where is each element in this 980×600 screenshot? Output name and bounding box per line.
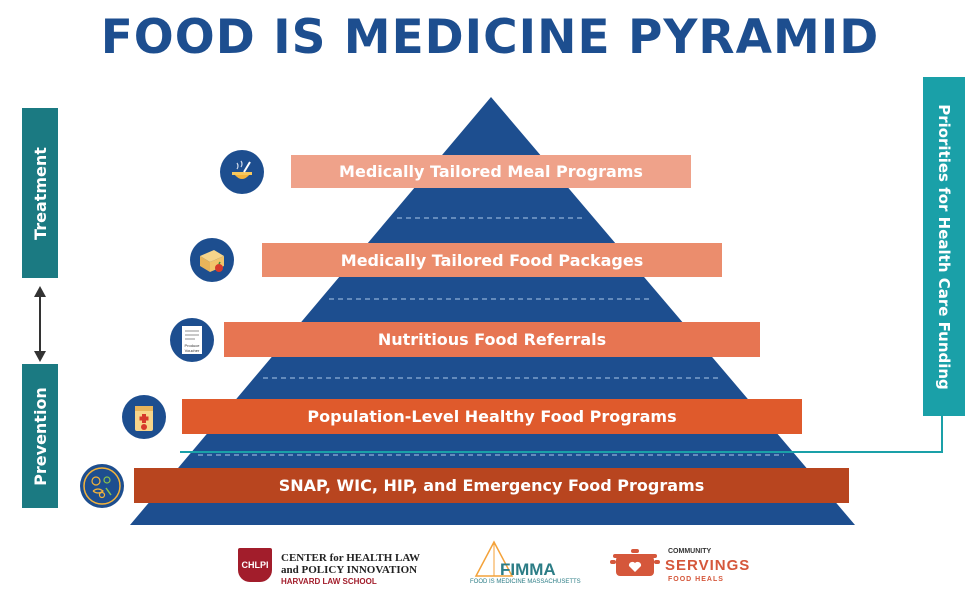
community-servings-line3: FOOD HEALS xyxy=(668,576,724,583)
treatment-label: Treatment xyxy=(22,108,58,278)
bowl-icon xyxy=(220,150,264,194)
level-nutritious-food-referrals: Nutritious Food Referrals xyxy=(224,322,760,357)
chlpi-logo-line2: and POLICY INNOVATION xyxy=(281,564,418,576)
food-box-icon xyxy=(190,238,234,282)
level-medically-tailored-meals: Medically Tailored Meal Programs xyxy=(291,155,691,188)
priorities-connector xyxy=(180,416,943,453)
chlpi-logo-line3: HARVARD LAW SCHOOL xyxy=(281,577,377,586)
community-servings-line2: SERVINGS xyxy=(665,557,751,574)
fimma-logo-word: FIMMA xyxy=(500,560,556,579)
fimma-logo-sub: FOOD IS MEDICINE MASSACHUSETTS xyxy=(470,579,581,585)
level-label: Medically Tailored Food Packages xyxy=(340,250,644,270)
fimma-logo-mark xyxy=(474,540,514,577)
page-title: FOOD IS MEDICINE PYRAMID xyxy=(100,10,880,65)
prevention-label: Prevention xyxy=(22,364,58,508)
voucher-text: Voucher xyxy=(185,348,200,353)
food-bag-icon xyxy=(122,395,166,439)
level-label: Medically Tailored Meal Programs xyxy=(339,162,643,181)
level-label: SNAP, WIC, HIP, and Emergency Food Progr… xyxy=(278,476,705,495)
arrow-head-up xyxy=(34,286,46,297)
level-label: Nutritious Food Referrals xyxy=(377,330,607,349)
priorities-funding-label: Priorities for Health Care Funding xyxy=(923,77,965,416)
community-servings-pot-icon xyxy=(610,549,660,576)
level-label: Population-Level Healthy Food Programs xyxy=(307,407,677,426)
produce-plate-icon xyxy=(80,464,124,508)
level-snap-wic-hip-emergency: SNAP, WIC, HIP, and Emergency Food Progr… xyxy=(134,468,849,503)
chlpi-logo-line1: CENTER for HEALTH LAW xyxy=(281,552,421,564)
community-servings-line1: COMMUNITY xyxy=(668,548,712,555)
produce-voucher-icon: Produce Voucher xyxy=(170,318,214,362)
level-population-healthy-food: Population-Level Healthy Food Programs xyxy=(182,399,802,434)
arrow-head-down xyxy=(34,351,46,362)
chlpi-logo-badge: CHLPI xyxy=(238,548,272,582)
level-medically-tailored-packages: Medically Tailored Food Packages xyxy=(262,243,722,277)
voucher-text: Produce xyxy=(185,343,201,348)
